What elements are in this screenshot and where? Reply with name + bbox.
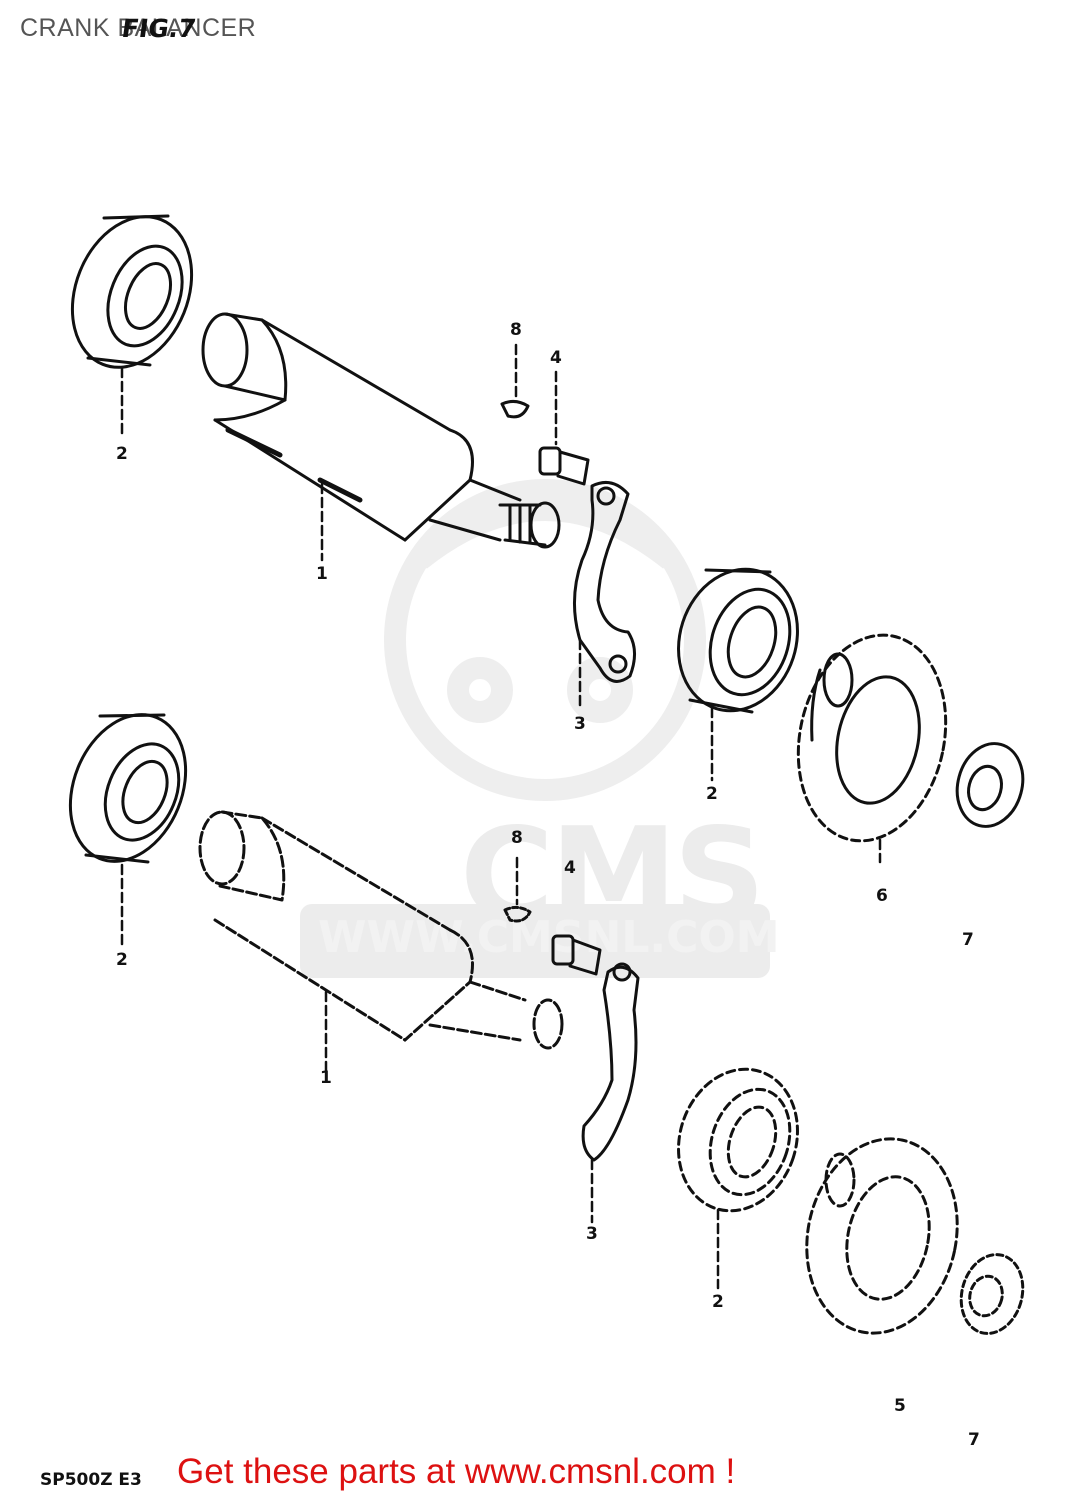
balancer-gear-bottom <box>805 1137 959 1335</box>
watermark-brand: CMS <box>460 801 765 950</box>
key-8-bottom <box>503 905 532 923</box>
bolt-4-bottom <box>551 934 602 976</box>
bearing-2-top-right <box>677 567 799 714</box>
callout-2-bottom-left: 2 <box>116 950 128 970</box>
bearing-2-bottom-right <box>677 1067 799 1213</box>
bracket-3-bottom <box>581 965 640 1162</box>
callout-2-top-left: 2 <box>116 444 128 464</box>
balancer-gear-6 <box>796 633 948 843</box>
callout-6: 6 <box>876 886 888 906</box>
callout-8-top: 8 <box>510 320 522 340</box>
callout-4-bottom: 4 <box>564 858 576 878</box>
leader-lines <box>120 343 882 1290</box>
bearing-2-top-left <box>70 214 194 369</box>
figure-number: FIG.7 <box>119 14 198 43</box>
key-8-top <box>500 399 530 419</box>
callout-2-top-right: 2 <box>706 784 718 804</box>
bracket-3-top <box>573 480 636 683</box>
callout-7-bottom: 7 <box>968 1430 980 1450</box>
callout-2-bottom-right: 2 <box>712 1292 724 1312</box>
watermark-url: WWW.CMSNL.COM <box>318 912 780 963</box>
callout-3-top: 3 <box>574 714 586 734</box>
callout-8-bottom: 8 <box>511 828 523 848</box>
callout-1-top: 1 <box>316 564 328 584</box>
nut-7-bottom <box>959 1253 1025 1335</box>
callout-3-bottom: 3 <box>586 1224 598 1244</box>
balancer-shaft-1-bottom <box>198 810 564 1050</box>
callout-7-top: 7 <box>962 930 974 950</box>
nut-7-top <box>955 742 1025 828</box>
model-code: SP500Z E3 <box>40 1470 142 1490</box>
callout-1-bottom: 1 <box>320 1068 332 1088</box>
watermark-url-background <box>300 904 770 978</box>
callout-5: 5 <box>894 1396 906 1416</box>
diagram-title: CRANK BALANCER <box>20 14 257 42</box>
watermark-mascot <box>384 479 706 801</box>
bearing-2-bottom-left <box>68 713 188 864</box>
callout-4-top: 4 <box>550 348 562 368</box>
balancer-shaft-1-top <box>201 312 561 549</box>
cta-link[interactable]: Get these parts at www.cmsnl.com ! <box>177 1452 736 1491</box>
bolt-4-top <box>538 446 590 486</box>
